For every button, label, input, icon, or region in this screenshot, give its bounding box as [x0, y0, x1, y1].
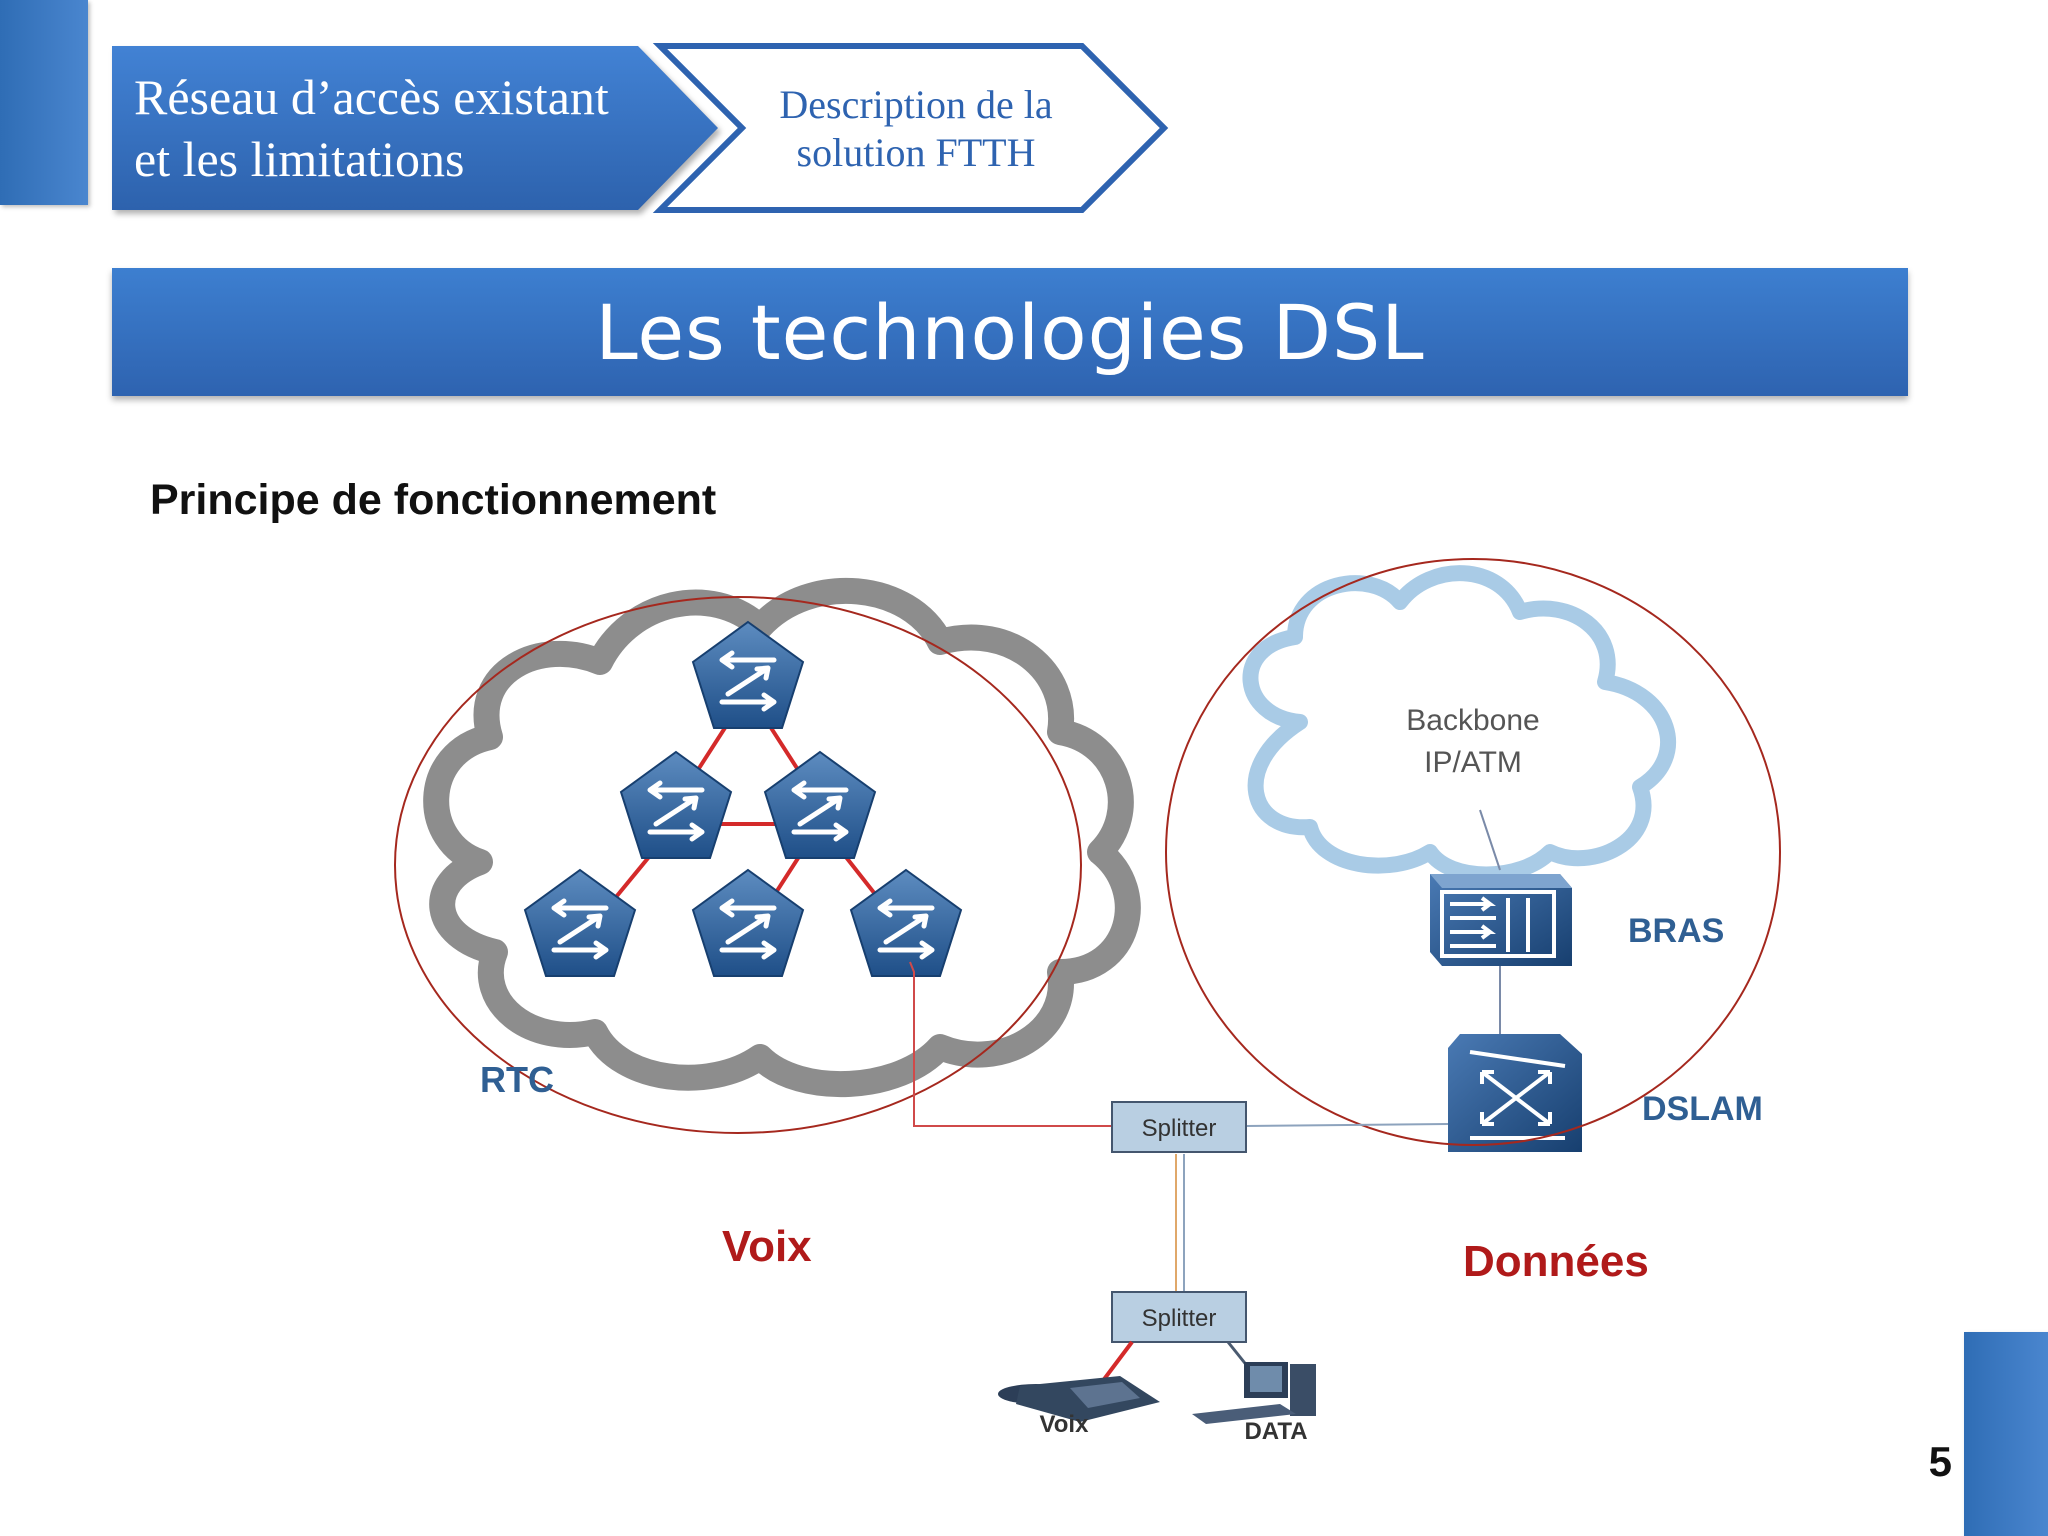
rtc-label: RTC — [480, 1059, 554, 1100]
backbone-label-line1: Backbone — [1406, 704, 1539, 737]
backbone-cloud — [1242, 565, 1676, 883]
section-subtitle: Principe de fonctionnement — [150, 476, 717, 524]
breadcrumb-next-line1: Description de la — [779, 82, 1052, 127]
bras-device-icon — [1430, 874, 1572, 966]
breadcrumb-active-line2: et les limitations — [134, 131, 465, 187]
backbone-bras-link — [1479, 809, 1501, 871]
pc-label: DATA — [1244, 1418, 1307, 1445]
page-number: 5 — [1928, 1438, 1952, 1485]
dslam-device-icon — [1448, 1034, 1582, 1152]
computer-icon — [1192, 1362, 1316, 1424]
breadcrumb-next-step[interactable] — [652, 43, 1169, 213]
bras-label: BRAS — [1628, 912, 1724, 950]
backbone-label-line2: IP/ATM — [1424, 746, 1522, 779]
rtc-splitter-line — [909, 961, 1112, 1127]
bottom-right-accent-bar — [1964, 1332, 2048, 1536]
top-left-accent-bar — [0, 0, 88, 205]
splitter-dslam-line — [1245, 1123, 1449, 1127]
splitter-top-box — [1111, 1101, 1247, 1153]
phone-icon — [998, 1376, 1160, 1422]
breadcrumb-active-step[interactable] — [112, 46, 718, 210]
dslam-label: DSLAM — [1642, 1090, 1763, 1128]
splitter-bottom-label: Splitter — [1142, 1305, 1217, 1332]
splitter-bottom-box — [1111, 1291, 1247, 1343]
breadcrumb-active-line1: Réseau d’accès existant — [134, 69, 609, 125]
title-banner: Les technologies DSL — [112, 268, 1908, 396]
breadcrumb: Réseau d’accès existant et les limitatio… — [112, 43, 1169, 213]
rtc-ellipse — [394, 596, 1082, 1134]
splitter-top-label: Splitter — [1142, 1115, 1217, 1142]
phone-label: Voix — [1040, 1411, 1090, 1438]
voice-caption: Voix — [722, 1222, 812, 1271]
data-caption: Données — [1463, 1237, 1649, 1286]
phone-link — [1100, 1340, 1134, 1384]
dsl-network-diagram: RTC Backbone IP/ATM BRAS — [394, 558, 1781, 1445]
page-title: Les technologies DSL — [595, 287, 1425, 377]
breadcrumb-next-line2: solution FTTH — [797, 130, 1036, 175]
data-network-ellipse — [1165, 558, 1781, 1146]
